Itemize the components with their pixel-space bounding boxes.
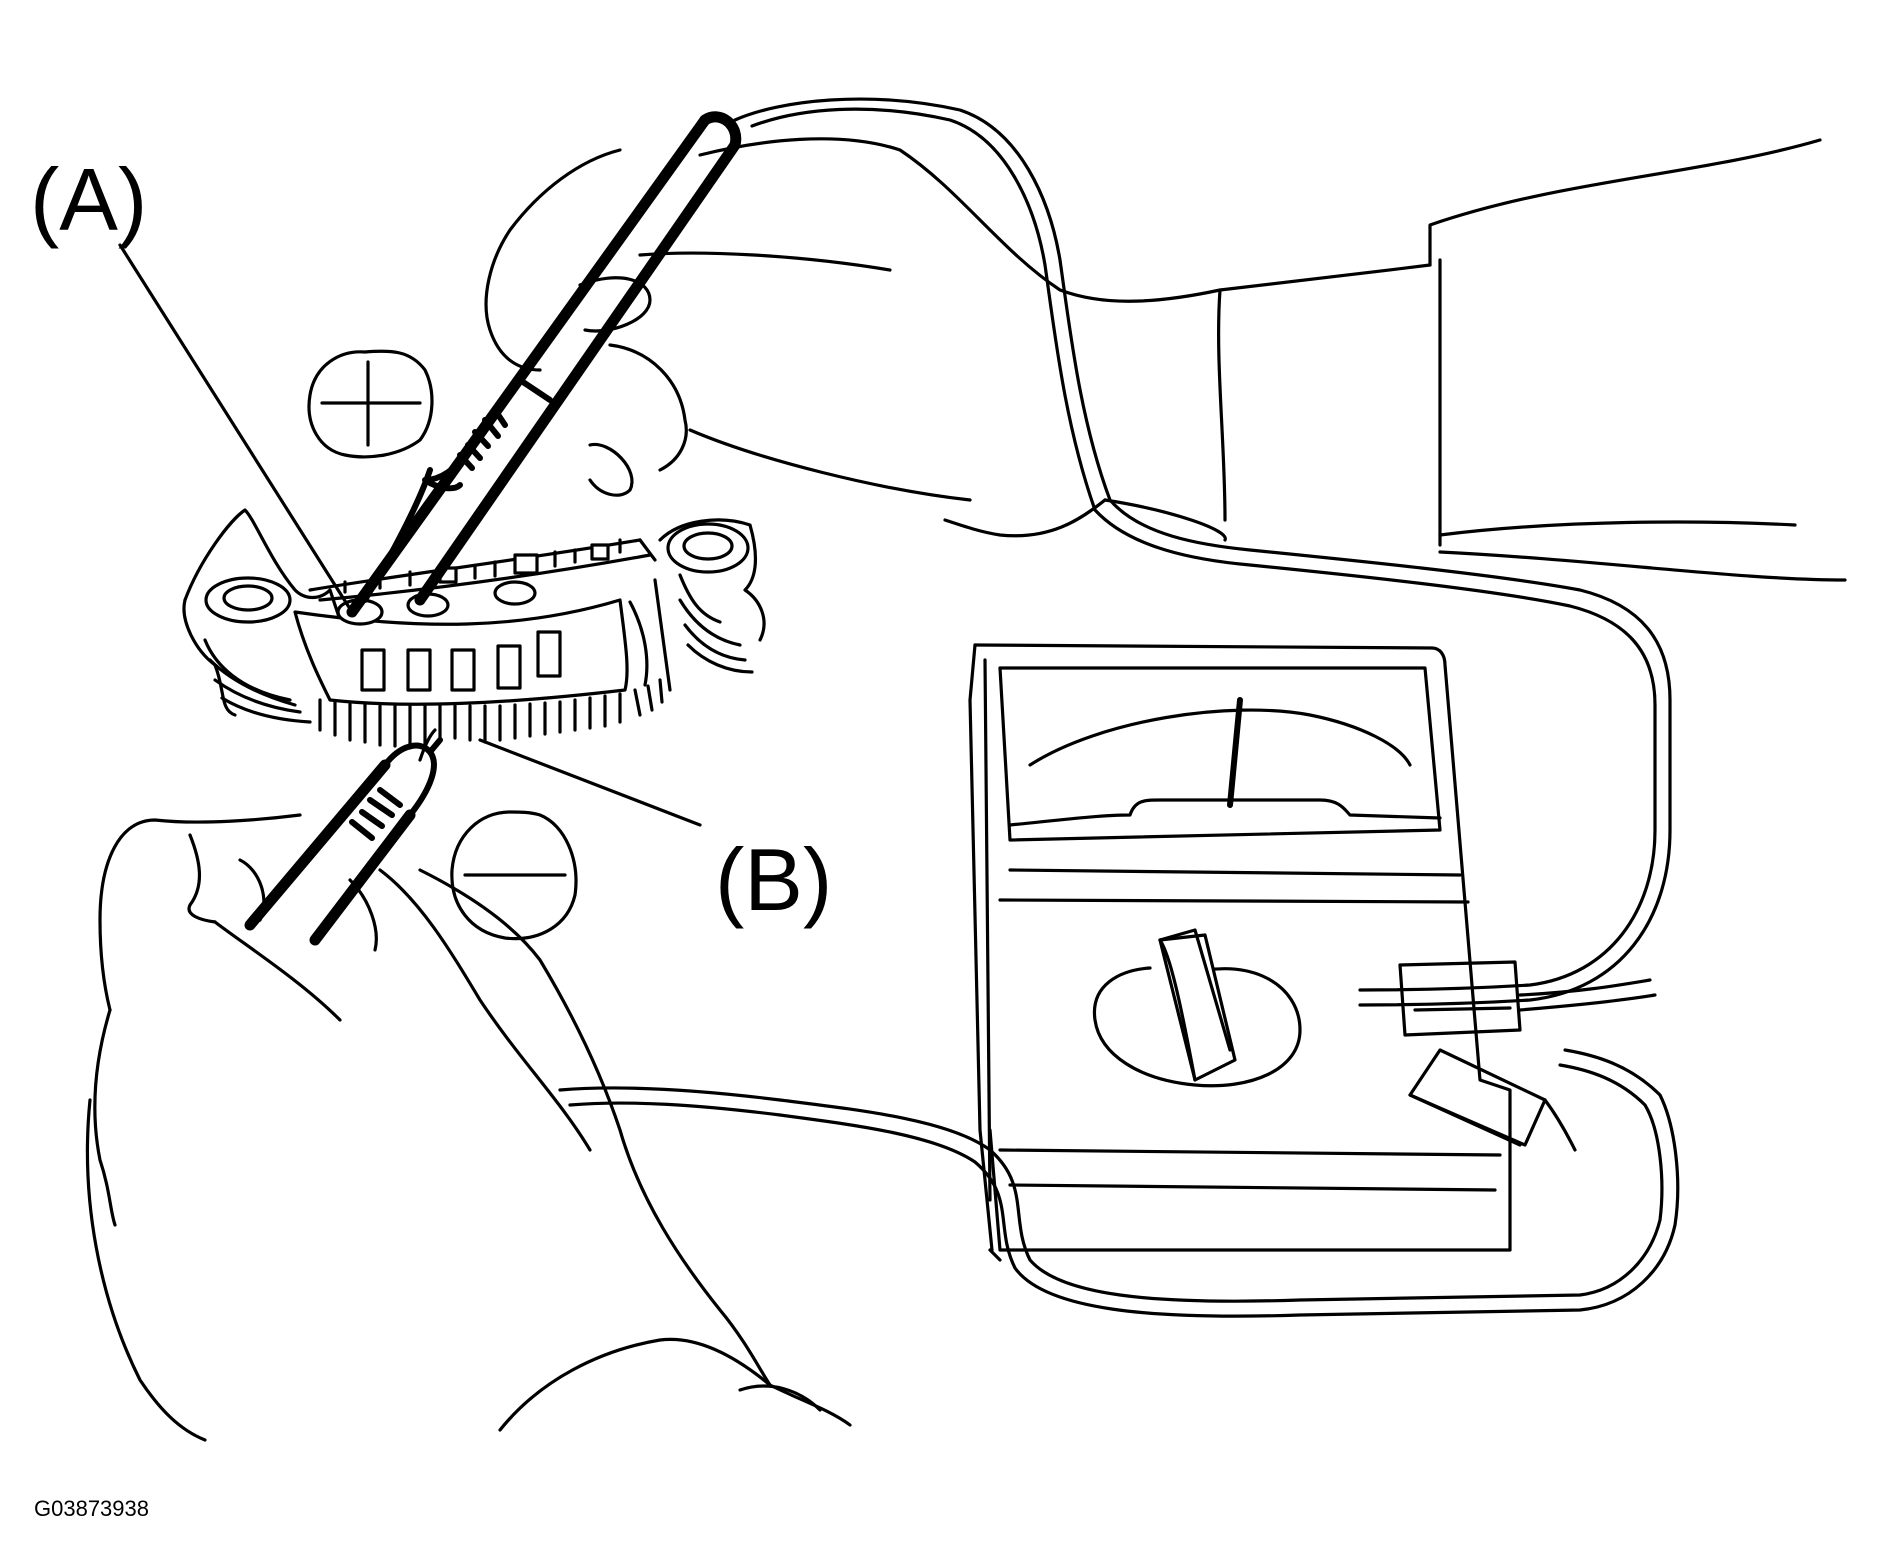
rectifier-holder bbox=[182, 508, 766, 750]
diode-window bbox=[360, 648, 386, 692]
callout-b-leader bbox=[478, 738, 702, 827]
diode-window bbox=[496, 644, 522, 690]
meter-needle bbox=[1227, 697, 1243, 808]
test-lead-jack-positive bbox=[1398, 960, 1657, 1037]
callout-b-label: (B) bbox=[715, 830, 832, 929]
test-lead-jack-negative bbox=[1408, 1048, 1577, 1152]
upper-hand bbox=[484, 137, 1847, 582]
diode-window bbox=[450, 648, 476, 692]
callout-a-leader bbox=[118, 243, 354, 614]
ohmmeter bbox=[968, 643, 1657, 1262]
positive-probe bbox=[346, 97, 1672, 1007]
callout-a-label: (A) bbox=[30, 150, 147, 249]
range-selector-knob[interactable] bbox=[1092, 928, 1302, 1088]
lower-hand bbox=[85, 728, 1680, 1442]
diode-window bbox=[406, 648, 432, 692]
plus-sign-icon bbox=[307, 349, 434, 459]
cooling-fins bbox=[318, 578, 672, 750]
figure-code: G03873938 bbox=[34, 1496, 149, 1521]
terminal bbox=[493, 580, 537, 606]
meter-display bbox=[998, 666, 1442, 842]
diode-window bbox=[536, 630, 562, 678]
minus-sign-icon bbox=[450, 810, 578, 941]
